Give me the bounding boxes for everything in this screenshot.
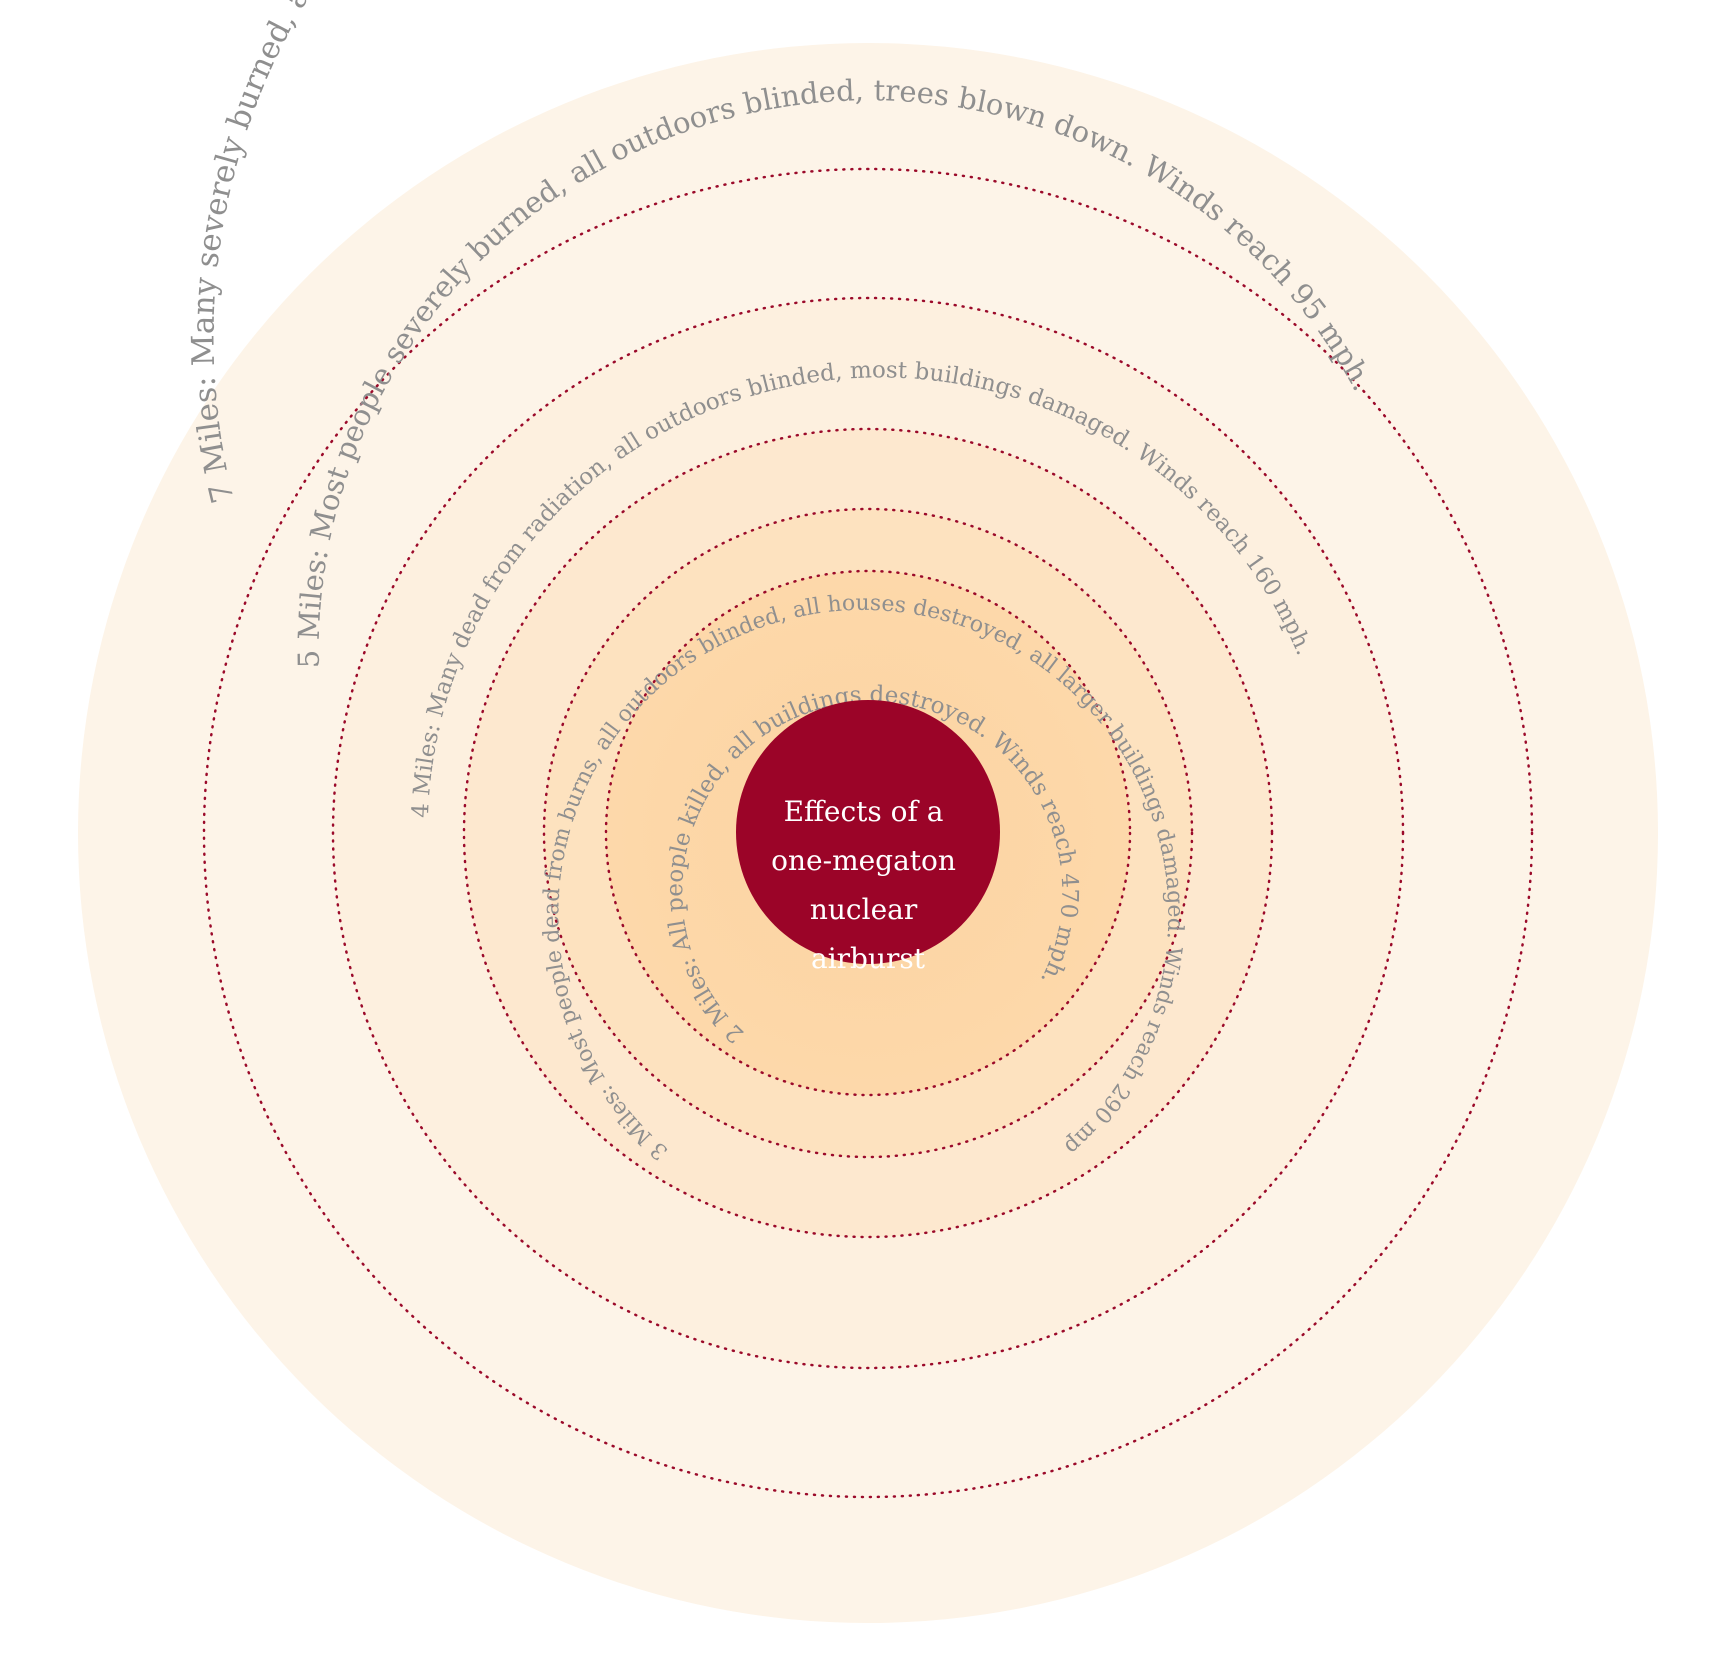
ground-zero-circle (736, 700, 1000, 964)
boundary-4-miles (462, 427, 1274, 1239)
boundary-5-miles (331, 296, 1405, 1370)
boundary-2-miles (604, 569, 1132, 1097)
center-line-1: Effects of a (784, 795, 944, 828)
center-title: Effects of a one-megaton nuclear airburs… (771, 795, 965, 975)
boundary-3-miles (542, 507, 1194, 1159)
center-line-3: nuclear (810, 893, 918, 926)
center-line-4: airburst (811, 942, 926, 975)
center-line-2: one-megaton (771, 844, 956, 877)
boundary-7-miles (202, 167, 1534, 1499)
